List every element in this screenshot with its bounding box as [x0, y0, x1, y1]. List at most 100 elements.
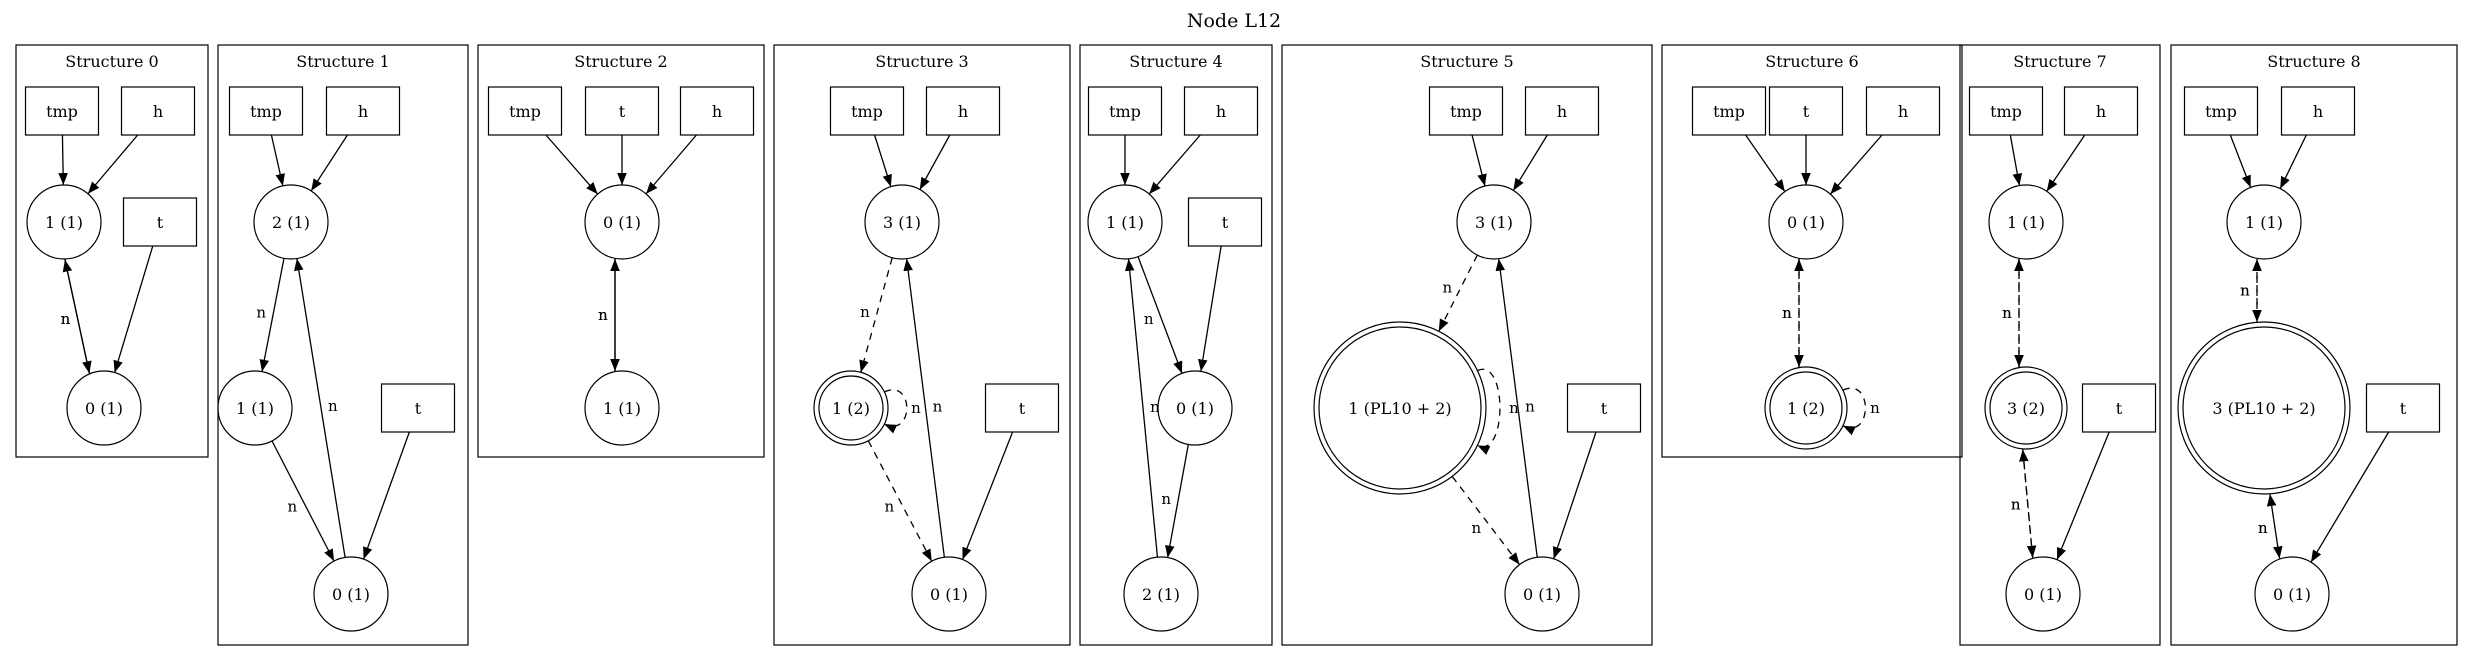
edge-label: n	[1161, 490, 1171, 508]
pointer-box	[1524, 86, 1600, 136]
node-label: tmp	[250, 102, 282, 121]
structure-8-frame	[2170, 44, 2458, 646]
edge-h-to-a	[87, 134, 139, 195]
pointer-box	[1865, 86, 1941, 136]
node-label: tmp	[2205, 102, 2237, 121]
edge-label: n	[2258, 519, 2268, 537]
heap-node-c: 0 (1)	[313, 556, 389, 632]
heap-node-a: 2 (1)	[253, 184, 329, 260]
structure-4-nodes: tmp h 1 (1) t 0 (1) 2 (1)	[1087, 86, 1263, 632]
heap-node-c: 2 (1)	[1123, 556, 1199, 632]
pointer-box	[1768, 86, 1844, 136]
structure-1-frame	[217, 44, 469, 646]
edge-label: n	[598, 306, 608, 324]
node-inner-circle	[1989, 371, 2063, 445]
heap-node-b: 3 (2)	[1984, 366, 2068, 450]
node-label: 0 (1)	[1787, 213, 1825, 232]
pointer-box	[984, 383, 1060, 433]
edge-label: n	[1782, 304, 1792, 322]
pointer-box	[1566, 383, 1642, 433]
node-circle	[2254, 556, 2330, 632]
node-label: tmp	[1450, 102, 1482, 121]
pointer-node-tmp: tmp	[1087, 86, 1163, 136]
node-label: h	[153, 102, 163, 121]
structure-1-label: Structure 1	[296, 52, 389, 71]
pointer-box	[2183, 86, 2259, 136]
pointer-box	[2365, 383, 2441, 433]
edge-t-to-c	[961, 431, 1014, 560]
node-label: 1 (1)	[2245, 213, 2283, 232]
structure-8-label: Structure 8	[2267, 52, 2360, 71]
edge-label: n	[2011, 496, 2021, 514]
node-circle	[66, 370, 142, 446]
node-label: h	[1216, 102, 1226, 121]
node-circle	[1988, 184, 2064, 260]
edge-b-to-c	[867, 440, 933, 562]
node-label: tmp	[1109, 102, 1141, 121]
node-label: h	[958, 102, 968, 121]
edge-tmp-to-a	[2009, 134, 2023, 186]
heap-node-c: 0 (1)	[911, 556, 987, 632]
node-label: h	[358, 102, 368, 121]
pointer-node-h: h	[1183, 86, 1259, 136]
node-label: 1 (1)	[1106, 213, 1144, 232]
node-label: 0 (1)	[85, 399, 123, 418]
heap-node-a: 1 (1)	[26, 184, 102, 260]
pointer-box	[584, 86, 660, 136]
edge-t-to-b	[1198, 245, 1222, 372]
edge-label: n	[256, 304, 266, 322]
pointer-node-h: h	[1524, 86, 1600, 136]
structure-7-label: Structure 7	[2013, 52, 2106, 71]
heap-node-a: 0 (1)	[584, 184, 660, 260]
pointer-box	[228, 86, 304, 136]
edge-label: n	[860, 303, 870, 321]
edge-c-to-a	[903, 258, 946, 558]
edge-tmp-to-a	[545, 134, 599, 195]
node-label: t	[1222, 213, 1229, 232]
pointer-box	[1087, 86, 1163, 136]
node-label: 0 (1)	[2024, 585, 2062, 604]
node-label: 0 (1)	[332, 585, 370, 604]
structure-6-edges: nnn	[1745, 134, 1883, 436]
pointer-box	[122, 197, 198, 247]
heap-node-b: 0 (1)	[66, 370, 142, 446]
edge-label: n	[1509, 399, 1519, 417]
pointer-node-tmp: tmp	[2183, 86, 2259, 136]
pointer-node-tmp: tmp	[829, 86, 905, 136]
node-label: 2 (1)	[1142, 585, 1180, 604]
pointer-node-t: t	[2081, 383, 2157, 433]
heap-node-b: 1 (1)	[217, 370, 293, 446]
edge-label: n	[1870, 399, 1880, 417]
node-label: 1 (1)	[2007, 213, 2045, 232]
heap-node-b: 1 (2)	[813, 370, 889, 446]
node-label: 1 (1)	[603, 399, 641, 418]
structure-2-edges: nn	[545, 134, 697, 371]
edge-label: n	[911, 399, 921, 417]
node-label: t	[1019, 399, 1026, 418]
edge-label: n	[1471, 519, 1481, 537]
structure-0-label: Structure 0	[65, 52, 158, 71]
node-label: t	[157, 213, 164, 232]
edge-c-to-a	[1495, 258, 1538, 558]
pointer-node-tmp: tmp	[1968, 86, 2044, 136]
node-circle	[217, 370, 293, 446]
edge-label: n	[2240, 282, 2250, 300]
node-inner-circle	[2182, 326, 2346, 490]
edge-b-to-c	[1451, 475, 1521, 565]
edge-tmp-to-a	[1471, 134, 1487, 187]
heap-node-b: 0 (1)	[1157, 370, 1233, 446]
diagram-title: Node L12	[1187, 10, 1281, 32]
pointer-box	[1428, 86, 1504, 136]
pointer-box	[487, 86, 563, 136]
pointer-node-t: t	[984, 383, 1060, 433]
heap-node-b: 1 (2)	[1764, 366, 1848, 450]
